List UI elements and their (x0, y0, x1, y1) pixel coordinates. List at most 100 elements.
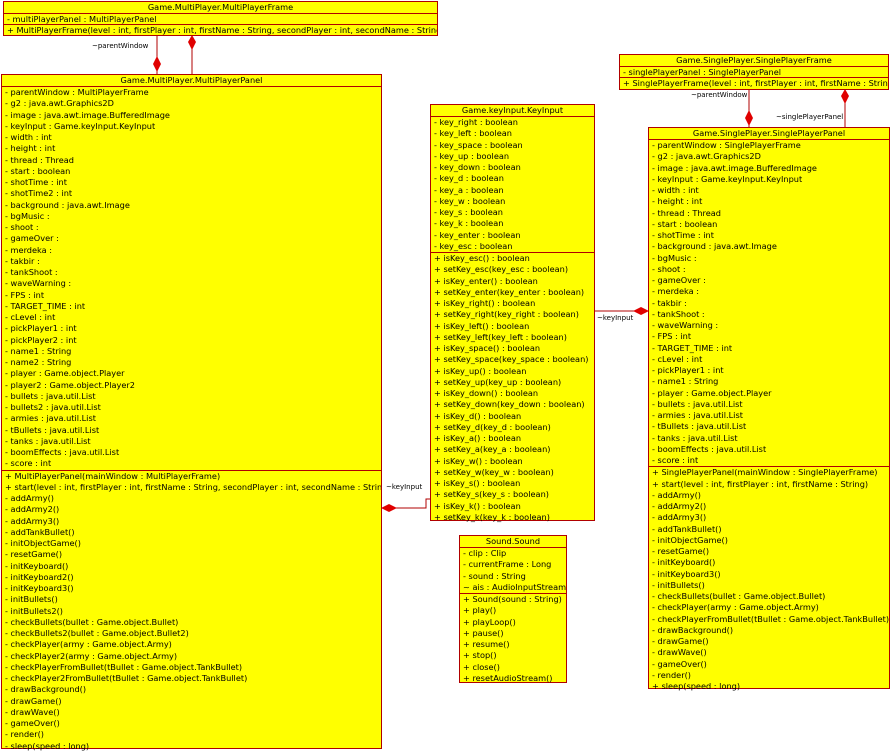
attribute-row: - takbir : (652, 297, 687, 308)
operation-row: + setKey_esc(key_esc : boolean) (434, 264, 569, 275)
operation-row: + resetAudioStream() (463, 672, 553, 683)
operation-row: + Sound(sound : String) (463, 594, 562, 604)
operation-row: + setKey_up(key_up : boolean) (434, 376, 562, 387)
attributes-section: - parentWindow : MultiPlayerFrame- g2 : … (2, 87, 381, 471)
operation-row: - initObjectGame() (652, 534, 728, 545)
label-sp-keyinput: ~keyInput (597, 314, 634, 322)
operations-section: + SinglePlayerPanel(mainWindow : SingleP… (649, 467, 889, 692)
attribute-row: - merdeka : (5, 244, 53, 255)
attribute-row: - key_s : boolean (434, 207, 503, 217)
attribute-row: - FPS : int (5, 289, 45, 300)
attribute-row: - parentWindow : SinglePlayerFrame (652, 140, 801, 150)
class-name: Game.MultiPlayer.MultiPlayerFrame (4, 2, 437, 14)
attribute-row: - waveWarning : (5, 278, 72, 289)
attributes-section: - parentWindow : SinglePlayerFrame- g2 :… (649, 140, 889, 468)
operation-row: - addArmy() (5, 493, 55, 503)
class-multiplayer-frame[interactable]: Game.MultiPlayer.MultiPlayerFrame - mult… (3, 1, 438, 36)
attribute-row: - merdeka : (652, 286, 700, 297)
attribute-row: - cLevel : int (652, 353, 703, 364)
operation-row: - initBullets2() (5, 605, 63, 616)
operation-row: + SinglePlayerFrame(level : int, firstPl… (623, 78, 888, 88)
attribute-row: - waveWarning : (652, 320, 719, 330)
operation-row: - checkPlayer(army : Game.object.Army) (652, 602, 819, 613)
attribute-row: - start : boolean (5, 165, 71, 176)
class-name: Game.SinglePlayer.SinglePlayerFrame (620, 55, 888, 67)
attribute-row: - boomEffects : java.util.List (5, 447, 120, 457)
attribute-row: - tankShoot : (652, 308, 705, 319)
attribute-row: - armies : java.util.List (652, 410, 743, 420)
attribute-row: - key_a : boolean (434, 184, 504, 195)
operation-row: + stop() (463, 650, 497, 661)
operation-row: - checkPlayer(army : Game.object.Army) (5, 639, 172, 650)
attribute-row: - key_enter : boolean (434, 229, 521, 240)
attribute-row: - bullets : java.util.List (652, 398, 743, 409)
operation-row: - resetGame() (652, 546, 710, 556)
operation-row: + playLoop() (463, 616, 516, 627)
attribute-row: - image : java.awt.image.BufferedImage (652, 162, 817, 173)
operation-row: + MultiPlayerFrame(level : int, firstPla… (7, 25, 437, 35)
class-singleplayer-frame[interactable]: Game.SinglePlayer.SinglePlayerFrame - si… (619, 54, 889, 90)
operation-row: + setKey_a(key_a : boolean) (434, 444, 551, 455)
attribute-row: - gameOver : (652, 275, 706, 285)
attributes-section: - singlePlayerPanel : SinglePlayerPanel (620, 67, 888, 78)
attribute-row: - bullets2 : java.util.List (5, 402, 101, 412)
operation-row: - addTankBullet() (5, 526, 75, 537)
attribute-row: - key_w : boolean (434, 195, 506, 206)
attribute-row: - tBullets : java.util.List (5, 424, 100, 435)
class-multiplayer-panel[interactable]: Game.MultiPlayer.MultiPlayerPanel - pare… (1, 74, 382, 751)
attribute-row: - key_k : boolean (434, 218, 504, 229)
operation-row: + isKey_space() : boolean (434, 343, 541, 353)
attributes-section: - key_right : boolean- key_left : boolea… (431, 117, 594, 253)
operation-row: - initKeyboard() (652, 557, 716, 568)
operations-section: + SinglePlayerFrame(level : int, firstPl… (620, 78, 888, 88)
attribute-row: - player2 : Game.object.Player2 (5, 379, 135, 390)
attribute-row: - shoot : (5, 222, 39, 232)
operation-row: + sleep(speed : long) (652, 681, 741, 691)
class-keyinput[interactable]: Game.keyInput.KeyInput - key_right : boo… (430, 104, 595, 522)
operation-row: - addArmy3() (5, 515, 60, 526)
operation-row: + setKey_down(key_down : boolean) (434, 399, 585, 410)
operation-row: - drawBackground() (652, 624, 734, 635)
attributes-section: - clip : Clip- currentFrame : Long- soun… (460, 548, 566, 594)
attribute-row: - thread : Thread (5, 154, 74, 165)
operation-row: + SinglePlayerPanel(mainWindow : SingleP… (652, 467, 878, 478)
attribute-row: - key_space : boolean (434, 139, 523, 150)
attribute-row: - key_esc : boolean (434, 240, 513, 251)
attribute-row: - currentFrame : Long (463, 559, 552, 570)
operation-row: + isKey_d() : boolean (434, 410, 522, 421)
operations-section: + MultiPlayerFrame(level : int, firstPla… (4, 25, 437, 35)
operation-row: + start(level : int, firstPlayer : int, … (652, 478, 869, 489)
class-name: Game.keyInput.KeyInput (431, 105, 594, 117)
class-name: Game.SinglePlayer.SinglePlayerPanel (649, 128, 889, 140)
operations-section: + Sound(sound : String)+ play()+ playLoo… (460, 594, 566, 684)
operation-row: + isKey_left() : boolean (434, 320, 530, 331)
class-singleplayer-panel[interactable]: Game.SinglePlayer.SinglePlayerPanel - pa… (648, 127, 890, 692)
attribute-row: - shotTime : int (5, 177, 67, 187)
operation-row: - addArmy2() (5, 504, 60, 515)
operation-row: + setKey_d(key_d : boolean) (434, 421, 551, 432)
attribute-row: - parentWindow : MultiPlayerFrame (5, 87, 149, 97)
attribute-row: - score : int (5, 458, 52, 469)
operation-row: - checkPlayerFromBullet(tBullet : Game.o… (652, 613, 889, 624)
operation-row: + setKey_space(key_space : boolean) (434, 354, 589, 365)
attribute-row: - player : Game.object.Player (652, 387, 772, 398)
operation-row: + play() (463, 605, 497, 616)
attribute-row: - armies : java.util.List (5, 413, 96, 424)
attribute-row: - TARGET_TIME : int (5, 300, 86, 311)
attribute-row: - singlePlayerPanel : SinglePlayerPanel (623, 67, 782, 77)
class-sound[interactable]: Sound.Sound - clip : Clip- currentFrame … (459, 535, 567, 683)
attribute-row: - pickPlayer2 : int (5, 334, 77, 345)
attribute-row: - FPS : int (652, 331, 692, 342)
label-sp-panel: ~singlePlayerPanel (776, 113, 844, 121)
attribute-row: - width : int (652, 185, 699, 195)
operation-row: - initKeyboard3() (5, 583, 74, 593)
attribute-row: - height : int (652, 196, 703, 207)
attribute-row: - bullets : java.util.List (5, 390, 96, 401)
operation-row: + start(level : int, firstPlayer : int, … (5, 481, 381, 492)
attribute-row: - pickPlayer1 : int (652, 365, 724, 375)
attribute-row: - name1 : String (5, 345, 72, 356)
operation-row: - checkPlayerFromBullet(tBullet : Game.o… (5, 661, 243, 672)
attribute-row: - key_right : boolean (434, 117, 518, 127)
attribute-row: - tanks : java.util.List (5, 435, 91, 446)
attribute-row: - background : java.awt.Image (652, 241, 777, 252)
